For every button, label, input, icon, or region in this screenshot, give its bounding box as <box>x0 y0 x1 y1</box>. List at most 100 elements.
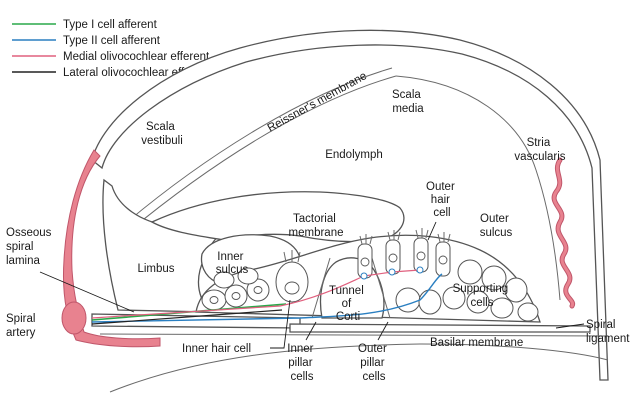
nucleus <box>284 281 300 295</box>
label-outer-sulcus: Outer sulcus <box>480 213 513 239</box>
label-line: Osseous <box>6 227 52 239</box>
deiters-cell <box>418 289 442 315</box>
label-tectorial-membrane: Tactorial membrane <box>289 213 344 239</box>
type2-afferent-fiber <box>91 273 443 323</box>
outer-stereocilia <box>359 228 451 245</box>
nerve-fibers <box>91 266 443 325</box>
bony-wall <box>91 29 609 381</box>
fiber-terminal <box>416 266 424 274</box>
legend-label-type2: Type II cell afferent <box>63 35 161 47</box>
leader-osseous-spiral-lamina <box>39 271 135 313</box>
label-line: Tunnel <box>329 285 364 297</box>
nucleus <box>231 292 241 300</box>
label-line: Tactorial <box>293 213 336 225</box>
label-line: membrane <box>289 227 344 239</box>
inner-hair-cell <box>275 250 309 303</box>
stereocilia <box>283 250 301 263</box>
label-scala-vestibuli: Scala vestibuli <box>141 121 183 147</box>
label-line: ligament <box>586 333 630 345</box>
reissners-membrane-inner <box>127 75 397 233</box>
nucleus <box>416 251 426 261</box>
label-line: pillar <box>288 357 312 369</box>
reissners-membrane <box>119 67 393 229</box>
fiber-terminal <box>388 268 396 276</box>
inner-pillar <box>311 257 331 319</box>
label-line: Corti <box>336 311 360 323</box>
label-tunnel-of-corti: Tunnel of Corti <box>329 285 367 323</box>
legend-label-medial: Medial olivocochlear efferent <box>63 51 210 63</box>
legend: Type I cell afferent Type II cell affere… <box>12 19 211 79</box>
label-spiral-artery: Spiral artery <box>6 313 39 339</box>
support-cell <box>490 297 514 319</box>
limbus <box>102 178 226 313</box>
leader-spiral-ligament <box>555 323 585 329</box>
label-line: artery <box>6 327 36 339</box>
nucleus <box>209 296 219 304</box>
label-line: of <box>342 298 352 310</box>
label-line: sulcus <box>216 264 249 276</box>
leader-outer-hair-cell <box>427 221 437 241</box>
basilar-membrane <box>289 323 591 333</box>
support-cell <box>466 290 490 314</box>
lower-bony-edge <box>99 333 609 337</box>
label-line: Stria <box>527 137 551 149</box>
outer-hair-cells <box>357 228 451 279</box>
label-line: cell <box>433 207 450 219</box>
label-line: cells <box>362 371 385 383</box>
label-line: Inner <box>287 343 313 355</box>
support-cell <box>237 267 259 285</box>
support-cell <box>442 286 466 310</box>
bottom-edge <box>109 343 609 393</box>
leader-inner-pillar-cells <box>305 321 317 341</box>
label-outer-hair-cell: Outer hair cell <box>426 181 458 219</box>
label-line: spiral <box>6 241 33 253</box>
label-line: Spiral <box>6 313 35 325</box>
spiral-artery-section <box>61 301 87 335</box>
inner-supporting-cells <box>201 267 270 311</box>
support-cell <box>457 259 483 285</box>
label-limbus: Limbus <box>137 263 174 275</box>
label-line: Inner <box>217 251 243 263</box>
leader-outer-pillar-cells <box>377 321 389 341</box>
label-line: pillar <box>360 357 384 369</box>
label-line: sulcus <box>480 227 513 239</box>
label-line: cells <box>290 371 313 383</box>
nucleus <box>438 255 448 265</box>
lateral-efferent-fiber <box>91 309 283 325</box>
fiber-terminal <box>360 272 368 280</box>
label-line: Supporting <box>453 283 509 295</box>
nucleus <box>253 286 263 294</box>
label-spiral-ligament: Spiral ligament <box>586 319 630 345</box>
label-line: Outer <box>480 213 509 225</box>
label-inner-hair-cell: Inner hair cell <box>182 343 251 355</box>
label-line: Spiral <box>586 319 615 331</box>
leader-inner-hair-cell <box>270 299 291 349</box>
support-cell <box>504 277 528 303</box>
label-line: vestibuli <box>141 135 183 147</box>
deiters-cell <box>395 287 421 313</box>
outer-pillar <box>371 257 391 319</box>
label-outer-pillar-cells: Outer pillar cells <box>358 343 390 383</box>
label-line: media <box>392 103 424 115</box>
label-line: cells <box>470 297 493 309</box>
label-scala-media: Scala media <box>392 89 424 115</box>
label-endolymph: Endolymph <box>325 149 383 161</box>
legend-label-type1: Type I cell afferent <box>63 19 158 31</box>
label-line: vascularis <box>514 151 565 163</box>
label-line: lamina <box>6 255 40 267</box>
label-stria-vascularis: Stria vascularis <box>514 137 565 163</box>
label-line: Scala <box>146 121 175 133</box>
label-basilar-membrane: Basilar membrane <box>430 337 523 349</box>
label-line: hair <box>431 194 450 206</box>
support-cell <box>213 271 235 289</box>
label-line: Outer <box>358 343 387 355</box>
label-reissners-membrane: Reissner's membrane <box>266 70 369 135</box>
label-inner-sulcus: Inner sulcus <box>216 251 249 276</box>
support-cell <box>481 265 507 291</box>
stria-vascularis-vessels <box>551 157 576 309</box>
support-cell <box>517 302 539 322</box>
nucleus <box>388 253 398 263</box>
scala-media-wall <box>395 75 561 301</box>
label-supporting-cells: Supporting cells <box>453 283 512 309</box>
